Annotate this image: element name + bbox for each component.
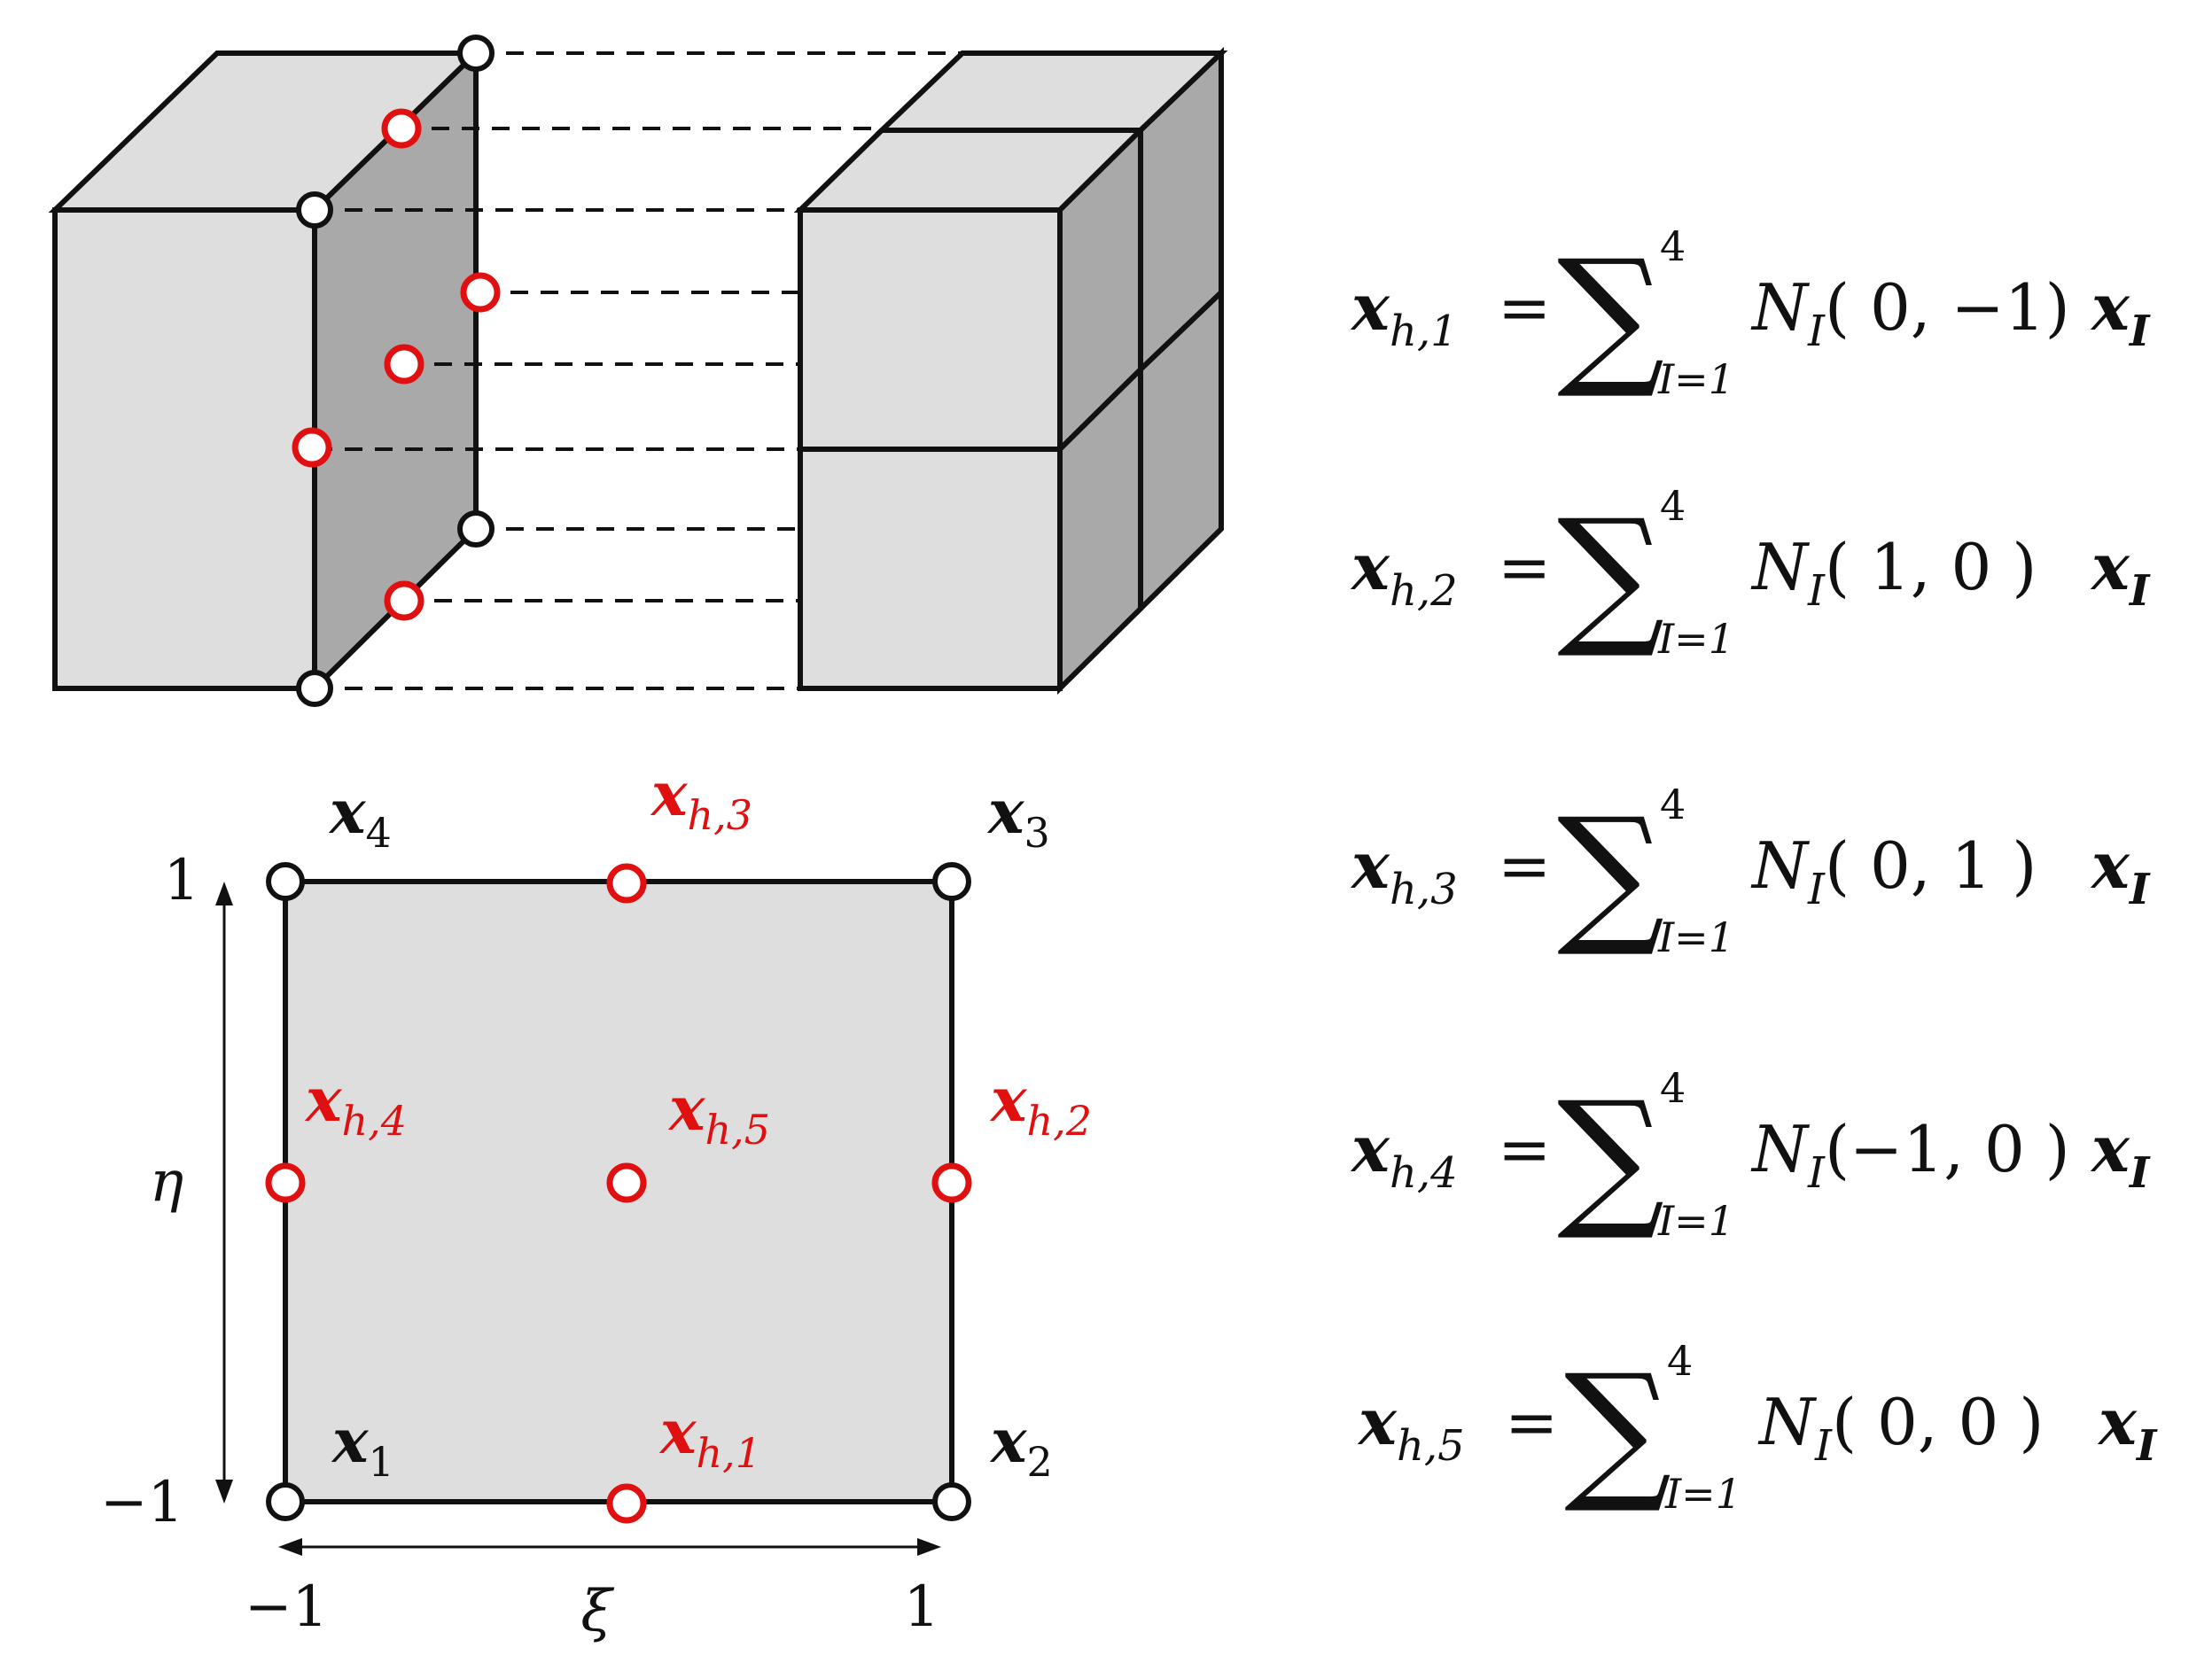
equation-5: xh,5 =∑4I=1 NI( 0, 0 ) xI: [1357, 1337, 2158, 1518]
sum-lower-limit: I=1: [1657, 1197, 1734, 1245]
eta-label: η: [150, 1149, 183, 1215]
sum-upper-limit: 4: [1660, 781, 1686, 828]
corner-node-2: [932, 1482, 971, 1521]
eta-top-tick: 1: [164, 848, 200, 913]
sum-upper-limit: 4: [1660, 222, 1686, 270]
corner-node: [296, 191, 333, 229]
shape-function: NI( 0, 1 ): [1750, 828, 2037, 914]
hanging-node-4: [265, 1162, 306, 1203]
shape-function: NI(−1, 0 ): [1750, 1112, 2070, 1198]
equals-sign: =: [1505, 1385, 1558, 1459]
sum-upper-limit: 4: [1667, 1337, 1693, 1385]
equation-1: xh,1 =∑4I=1 NI( 0, −1)xI: [1350, 222, 2151, 403]
equals-sign: =: [1498, 828, 1551, 903]
corner-node-4: [266, 862, 305, 901]
label-x1: x1: [331, 1406, 394, 1486]
refined-elements-3d: [793, 46, 1228, 696]
label-x2: x2: [989, 1406, 1053, 1486]
hanging-node: [384, 580, 424, 621]
xi-axis: [278, 1538, 941, 1556]
corner-node-3: [932, 862, 971, 901]
summation-sign: ∑: [1557, 786, 1664, 961]
equation-rhs: xI: [2097, 1384, 2158, 1471]
equation-2: xh,2 =∑4I=1 NI( 1, 0 ) xI: [1350, 482, 2151, 663]
equals-sign: =: [1498, 270, 1551, 345]
hanging-node: [381, 108, 422, 149]
eta-axis: [215, 882, 233, 1504]
label-xh4: xh,4: [304, 1065, 407, 1145]
equation-lhs: xh,2: [1350, 529, 1458, 616]
hanging-node-3: [606, 863, 647, 904]
equals-sign: =: [1498, 530, 1551, 604]
corner-node: [457, 510, 495, 548]
label-xh3: xh,3: [650, 759, 752, 839]
summation-sign: ∑: [1557, 487, 1664, 663]
equation-rhs: xI: [2090, 269, 2151, 356]
sum-lower-limit: I=1: [1657, 615, 1734, 663]
xi-left-tick: −1: [245, 1574, 328, 1640]
equation-3: xh,3 =∑4I=1 NI( 0, 1 ) xI: [1350, 781, 2151, 961]
equation-lhs: xh,4: [1350, 1111, 1458, 1198]
label-xh5: xh,5: [667, 1074, 770, 1154]
sum-lower-limit: I=1: [1657, 355, 1734, 403]
coarse-front-face: [52, 207, 317, 691]
equation-4: xh,4 =∑4I=1 NI(−1, 0 )xI: [1350, 1064, 2151, 1245]
shape-function: NI( 1, 0 ): [1750, 530, 2037, 616]
summation-sign: ∑: [1557, 1069, 1664, 1245]
summation-sign: ∑: [1557, 228, 1664, 403]
summation-sign: ∑: [1564, 1342, 1671, 1518]
shape-function: NI( 0, 0 ): [1757, 1385, 2044, 1471]
equation-lhs: xh,5: [1357, 1384, 1465, 1471]
label-x3: x3: [986, 777, 1050, 857]
label-x4: x4: [328, 777, 392, 857]
sum-lower-limit: I=1: [1657, 913, 1734, 961]
label-xh1: xh,1: [658, 1397, 761, 1477]
shape-function: NI( 0, −1): [1750, 270, 2070, 356]
corner-node: [296, 670, 333, 707]
sum-upper-limit: 4: [1660, 482, 1686, 530]
eta-bottom-tick: −1: [100, 1470, 183, 1535]
hanging-node: [460, 272, 501, 313]
corner-node: [457, 35, 495, 72]
hanging-node: [292, 427, 332, 468]
sum-upper-limit: 4: [1660, 1064, 1686, 1112]
hanging-node-1: [606, 1483, 647, 1524]
equation-rhs: xI: [2090, 1111, 2151, 1198]
corner-node-1: [266, 1482, 305, 1521]
xi-right-tick: 1: [904, 1574, 940, 1640]
label-xh2: xh,2: [989, 1065, 1092, 1145]
coarse-element-3d: [48, 46, 483, 696]
refined-right-lower: [1057, 362, 1143, 696]
refined-front-upper: [798, 207, 1063, 452]
sum-lower-limit: I=1: [1664, 1470, 1741, 1518]
dashed-connectors: [315, 51, 962, 690]
equation-lhs: xh,1: [1350, 269, 1458, 356]
equation-rhs: xI: [2090, 828, 2151, 914]
equation-rhs: xI: [2090, 529, 2151, 616]
refined-front-lower: [798, 447, 1063, 691]
equation-lhs: xh,3: [1350, 828, 1458, 914]
reference-square: η ξ 1 −1 −1 1 x4 x3 x1 x2 xh,3 xh,4 xh,5…: [100, 759, 1092, 1644]
shared-face-nodes: [292, 35, 501, 707]
hanging-node-5: [606, 1162, 647, 1203]
hanging-node: [384, 344, 424, 385]
xi-label: ξ: [580, 1579, 614, 1644]
hanging-node-2: [931, 1162, 972, 1203]
equals-sign: =: [1498, 1112, 1551, 1186]
